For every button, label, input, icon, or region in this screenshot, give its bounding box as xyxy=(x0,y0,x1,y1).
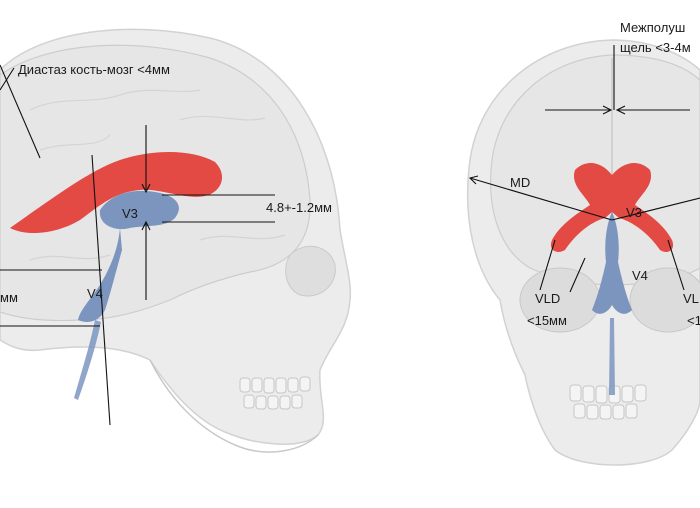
vld-right-label-line2: <1 xyxy=(687,313,700,328)
lateral-v4-label: V4 xyxy=(87,286,103,301)
vld-left-label-line1: VLD xyxy=(535,291,560,306)
frontal-v3-label: V3 xyxy=(626,205,642,220)
lateral-measure-lines xyxy=(0,64,275,426)
lateral-gyri xyxy=(29,89,286,261)
interhemispheric-label-line2: щель <3-4м xyxy=(620,40,691,55)
frontal-ventricles-red xyxy=(550,163,674,252)
lateral-third-ventricle xyxy=(99,190,179,230)
md-label: MD xyxy=(510,175,530,190)
frontal-measure-lines xyxy=(468,45,700,293)
lateral-central-canal xyxy=(74,320,101,400)
lateral-teeth xyxy=(239,376,311,410)
lateral-ventricle-red xyxy=(10,152,223,234)
lateral-cut-label: мм xyxy=(0,290,18,305)
lateral-jaw xyxy=(149,359,319,453)
lateral-v3-label: V3 xyxy=(122,206,138,221)
interhemispheric-label-line1: Межполуш xyxy=(620,20,685,35)
lateral-aqueduct-fourth xyxy=(78,228,122,322)
frontal-head-view: Межполуш щель <3-4м MD V3 V4 VLD <15мм V… xyxy=(466,20,700,466)
vld-right-label-line1: VL xyxy=(683,291,699,306)
third-ventricle-width-label: 4.8+-1.2мм xyxy=(266,200,332,215)
frontal-ventricles-blue xyxy=(592,212,632,314)
vld-left-label-line2: <15мм xyxy=(527,313,567,328)
frontal-v4-label: V4 xyxy=(632,268,648,283)
lateral-head-view: Диастаз кость-мозг <4мм 4.8+-1.2мм V3 V4… xyxy=(0,28,352,453)
bone-brain-gap-label: Диастаз кость-мозг <4мм xyxy=(18,62,170,77)
frontal-central-canal xyxy=(609,318,615,395)
lateral-orbit xyxy=(285,245,336,297)
